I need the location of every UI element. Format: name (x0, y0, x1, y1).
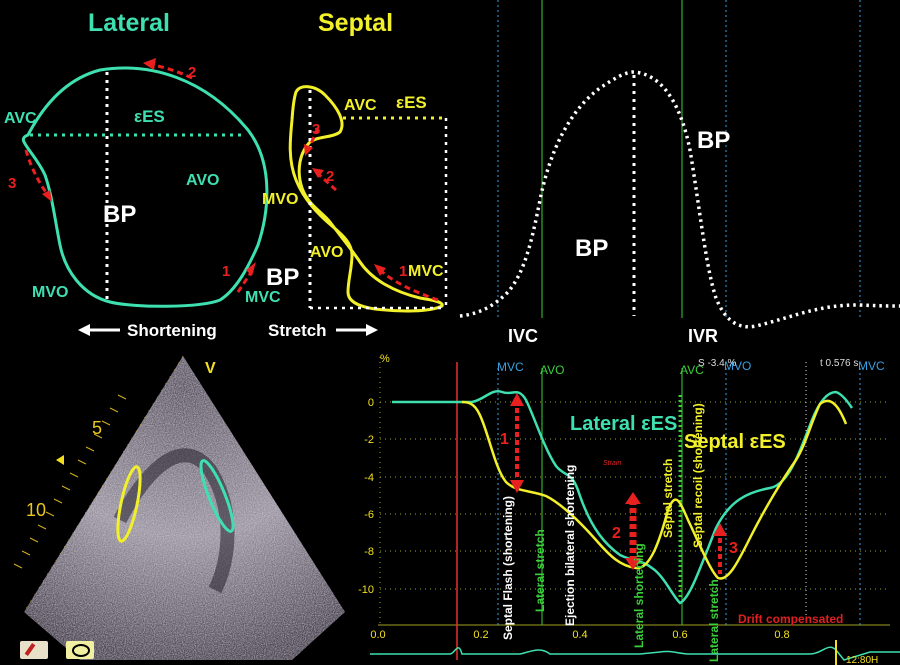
xtick-06: 0.6 (672, 629, 687, 641)
strain-tag: Strain (603, 460, 621, 467)
strain-step-2: 2 (612, 525, 621, 542)
septal-step-1: 1 (399, 263, 407, 280)
vlabel-lateral-shortening: Lateral shortening (632, 543, 646, 648)
lateral-step-1: 1 (222, 263, 230, 280)
pencil-icon (24, 643, 36, 656)
clock-label: 12:80H (846, 655, 878, 665)
pencil-tool-button[interactable] (20, 641, 48, 659)
ellipse-icon (72, 644, 90, 657)
septal-mvo-label: MVO (262, 191, 298, 208)
echo-speckle (24, 356, 345, 660)
vlabel-septal-recoil: Septal recoil (shortening) (691, 403, 705, 548)
septal-pressure-strain-loop (288, 85, 444, 313)
lateral-avc-label: AVC (4, 110, 37, 127)
echo-depth-5: 5 (92, 418, 102, 438)
focus-marker (56, 455, 64, 465)
lateral-strain-label: Lateral εES (570, 413, 677, 435)
xtick-0: 0.0 (370, 629, 385, 641)
pressure-bp-top-label: BP (697, 127, 730, 154)
septal-strain-curve (461, 399, 848, 580)
lateral-pressure-strain-loop (21, 66, 269, 308)
shortening-arrow: Shortening (78, 321, 217, 340)
vlabel-septal-flash: Septal Flash (shortening) (501, 496, 515, 640)
xtick-08: 0.8 (774, 629, 789, 641)
pressure-curve-panel: BP BP IVC IVR (459, 0, 900, 346)
pressure-bp-center-label: BP (575, 235, 608, 262)
event-avc-label: AVC (680, 363, 704, 377)
stretch-arrow: Stretch (268, 321, 378, 340)
lateral-direction-arrows (24, 62, 256, 293)
event-mvo-label: MVO (724, 359, 751, 373)
ytick-minus4: -4 (364, 472, 374, 484)
shortening-label: Shortening (127, 321, 217, 340)
septal-loop-panel: Septal AVC εES MVO AVO MVC BP 3 2 1 (262, 9, 448, 313)
septal-step-2: 2 (326, 168, 334, 185)
septal-step-3: 3 (312, 121, 320, 138)
ivc-label: IVC (508, 326, 538, 346)
echo-depth-ticks (13, 394, 127, 569)
lateral-mvc-label: MVC (245, 289, 281, 306)
ytick-minus6: -6 (364, 509, 374, 521)
lateral-strain-label: εES (134, 107, 165, 126)
time-readout: t 0.576 s (820, 358, 858, 369)
ytick-minus10: -10 (358, 584, 374, 596)
septal-roi (116, 465, 142, 543)
strain-readout: S -3.4 % (698, 358, 736, 369)
septal-bp-label: BP (266, 264, 299, 291)
lateral-loop-panel: Lateral AVC εES AVO BP MVO MVC 1 2 3 (4, 9, 281, 308)
strain-step-arrows (510, 393, 727, 574)
ivr-label: IVR (688, 326, 718, 346)
strain-y-ticks: 0 -2 -4 -6 -8 -10 (358, 397, 374, 596)
drift-compensated-label: Drift compensated (738, 612, 843, 626)
septal-mvc-label: MVC (408, 263, 444, 280)
lateral-step-2: 2 (188, 64, 196, 81)
ytick-0: 0 (368, 397, 374, 409)
event-mvc-right-label: MVC (858, 359, 885, 373)
septal-avc-label: AVC (344, 97, 377, 114)
strain-y-label: % (380, 353, 390, 365)
septal-avo-label: AVO (310, 244, 343, 261)
lateral-title: Lateral (88, 9, 170, 37)
lateral-step-3: 3 (8, 175, 16, 192)
septal-title: Septal (318, 9, 393, 37)
ellipse-tool-button[interactable] (66, 641, 94, 659)
ytick-minus8: -8 (364, 546, 374, 558)
strain-x-ticks: 0.0 0.2 0.4 0.6 0.8 (370, 629, 789, 641)
ecg-trace (370, 646, 900, 661)
stretch-label: Stretch (268, 321, 327, 340)
vlabel-lateral-stretch-left: Lateral stretch (533, 529, 547, 612)
septal-strain-label: εES (396, 93, 427, 112)
xtick-02: 0.2 (473, 629, 488, 641)
event-mvc-label: MVC (497, 360, 524, 374)
echo-image-panel: V 5 10 (13, 355, 345, 660)
strain-step-1: 1 (500, 431, 509, 448)
lateral-bp-label: BP (103, 201, 136, 228)
vlabel-lateral-stretch-right: Lateral stretch (707, 579, 721, 662)
lateral-roi (199, 459, 235, 533)
ytick-minus2: -2 (364, 434, 374, 446)
vlabel-septal-stretch: Septal stretch (661, 459, 675, 538)
strain-step-3: 3 (729, 540, 738, 557)
strain-plot-panel: % 0 -2 -4 -6 -8 -10 MVC AVO AVC (358, 353, 900, 665)
event-avo-label: AVO (540, 363, 564, 377)
echo-depth-10: 10 (26, 500, 46, 520)
vlabel-ejection: Ejection bilateral shortening (563, 465, 577, 626)
lateral-mvo-label: MVO (32, 284, 68, 301)
septal-strain-label: Septal εES (684, 431, 786, 453)
blood-pressure-curve (459, 70, 900, 329)
echo-view-marker: V (205, 360, 216, 377)
xtick-04: 0.4 (572, 629, 587, 641)
lateral-avo-label: AVO (186, 172, 219, 189)
